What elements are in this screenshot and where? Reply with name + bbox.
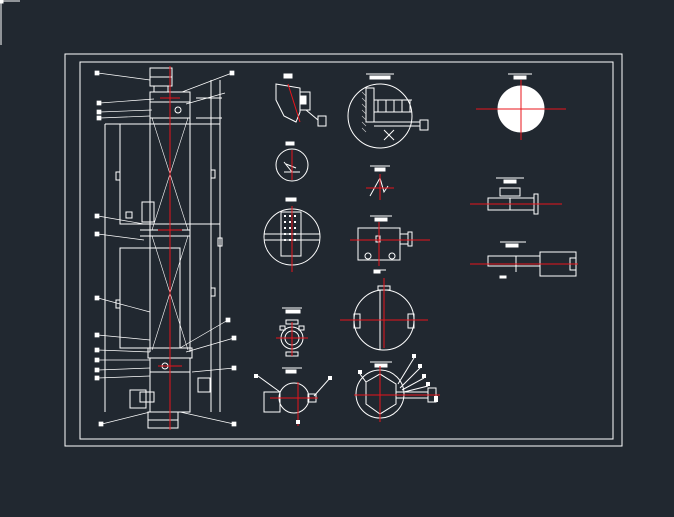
detail-bracket-centerline [287, 83, 301, 123]
detail-bottom-ring-markers [254, 374, 332, 424]
detail-small-triangle-centerlines [366, 174, 394, 200]
detail-bracket [275, 73, 327, 127]
sheet-outer-border [64, 53, 623, 447]
detail-nozzle-box [357, 215, 413, 274]
column-red-ticks [158, 97, 182, 367]
sheet-inner-border [79, 61, 614, 440]
detail-sphere-centerlines [476, 80, 566, 140]
detail-nozzle-box-centerlines [350, 222, 430, 266]
detail-bottom-section-markers [358, 354, 438, 402]
column-elevation-view [104, 67, 223, 429]
detail-flange-side-1 [487, 177, 546, 215]
detail-flange-side-2 [487, 241, 577, 279]
detail-section-large-hatch [361, 91, 367, 133]
detail-bottom-section [355, 357, 437, 419]
ucs-corner-mark [0, 0, 20, 45]
detail-tray-plate-holes [284, 215, 296, 241]
column-leaders [94, 70, 237, 427]
detail-shell-cross-centerlines [340, 278, 428, 348]
detail-section-large [347, 73, 429, 149]
detail-bottom-ring-centerlines [270, 382, 318, 426]
detail-bottom-section-centerlines [354, 366, 440, 422]
detail-ring-small-centerlines [276, 322, 308, 356]
detail-small-triangle [369, 165, 390, 197]
detail-bottom-ring [257, 367, 331, 414]
